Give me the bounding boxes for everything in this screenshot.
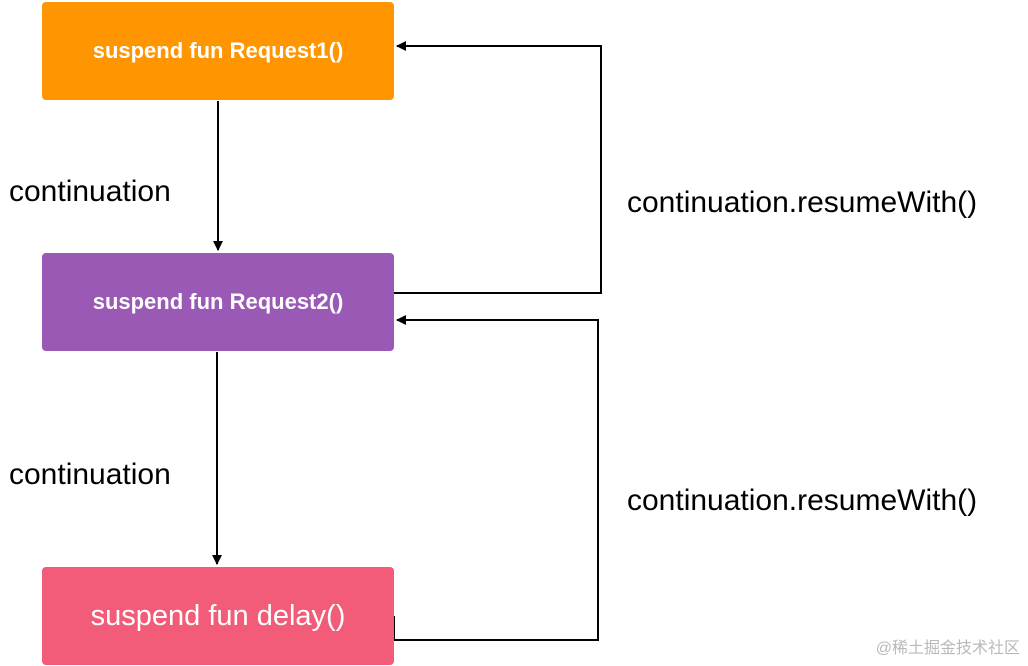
node-request2: suspend fun Request2() [42,253,394,351]
node-request2-label: suspend fun Request2() [92,289,344,314]
watermark: @稀土掘金技术社区 [875,640,1020,657]
edge-label-resume-2: continuation.resumeWith() [627,484,978,517]
edge-label-continuation-2: continuation [9,458,171,491]
node-delay: suspend fun delay() [42,567,394,665]
node-delay-label: suspend fun delay() [90,599,346,632]
edge-label-resume-1: continuation.resumeWith() [627,186,978,219]
arrow-resume-delay-to-request2 [393,315,599,641]
arrow-resume-request2-to-request1 [394,41,602,294]
edge-label-continuation-1: continuation [9,175,171,208]
node-request1-label: suspend fun Request1() [92,38,344,63]
node-request1: suspend fun Request1() [42,2,394,100]
